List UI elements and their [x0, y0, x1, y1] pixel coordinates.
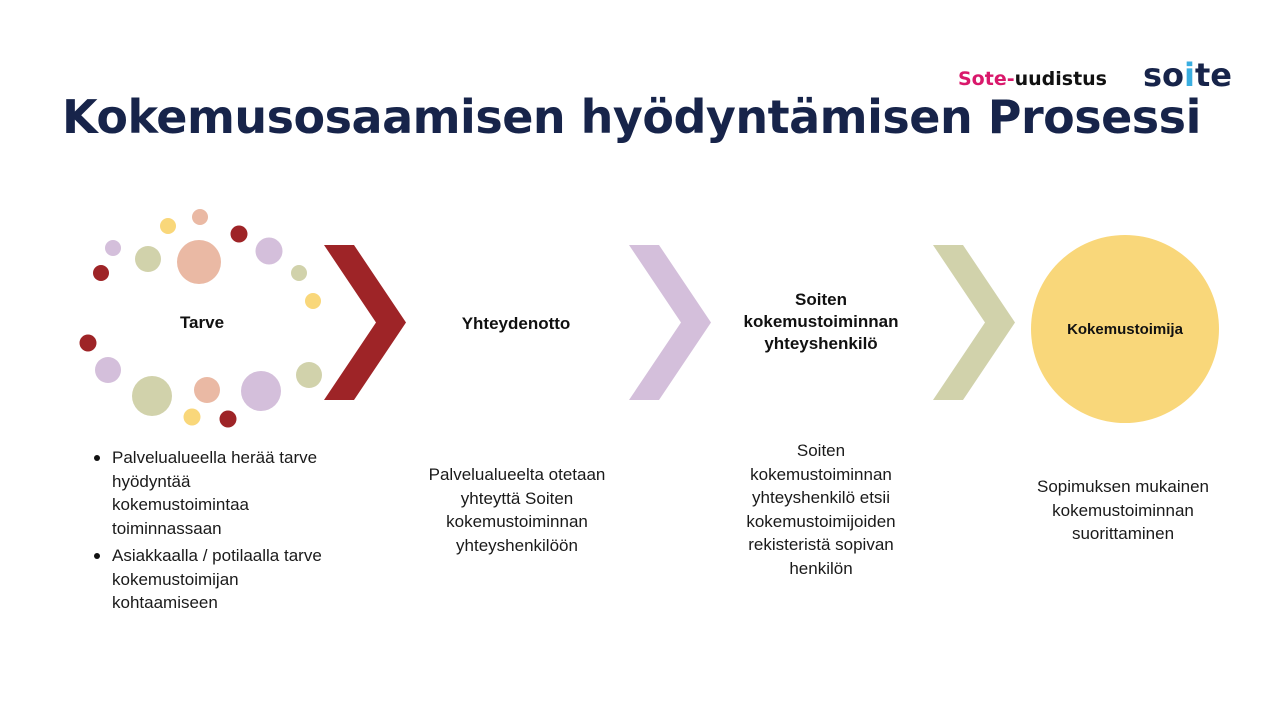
- bullet-item: Asiakkaalla / potilaalla tarve kokemusto…: [92, 544, 332, 615]
- sote-uudistus-logo: Sote-uudistus: [958, 68, 1107, 90]
- step3-label: Soiten kokemustoiminnan yhteyshenkilö: [743, 290, 899, 353]
- ring-dot: [160, 218, 176, 234]
- ring-dot: [79, 334, 97, 352]
- ring-dot: [241, 371, 281, 411]
- bullet-icon: [94, 455, 100, 461]
- brand-uudistus: uudistus: [1014, 68, 1107, 90]
- ring-dot: [296, 362, 322, 388]
- logo-part1: so: [1143, 56, 1185, 94]
- chevron-arrow-1: [324, 245, 406, 400]
- step2-label: Yhteydenotto: [461, 314, 571, 333]
- ring-dot: [194, 377, 220, 403]
- logo-part3: te: [1195, 56, 1232, 94]
- step4-description: Sopimuksen mukainen kokemustoiminnan suo…: [1037, 477, 1209, 543]
- step4-label: Kokemustoimija: [1067, 320, 1183, 338]
- ring-dot: [135, 246, 161, 272]
- step3-description: Soiten kokemustoiminnan yhteyshenkilö et…: [746, 441, 896, 578]
- ring-dot: [192, 209, 208, 225]
- bullet-icon: [94, 553, 100, 559]
- page-title: Kokemusosaamisen hyödyntämisen Prosessi: [62, 90, 1201, 144]
- ring-dot: [255, 237, 283, 265]
- bullet-item: Palvelualueella herää tarve hyödyntää ko…: [92, 446, 332, 540]
- ring-dot: [93, 265, 109, 281]
- chevron-arrow-2: [629, 245, 711, 400]
- ring-dot: [183, 408, 201, 426]
- step1-bullet-list: Palvelualueella herää tarve hyödyntää ko…: [92, 446, 332, 619]
- brand-sote: Sote-: [958, 68, 1015, 90]
- step2-description: Palvelualueelta otetaan yhteyttä Soiten …: [428, 465, 606, 555]
- ring-dot: [95, 357, 121, 383]
- chevron-arrow-3: [933, 245, 1015, 400]
- ring-dot: [291, 265, 307, 281]
- ring-dot: [177, 240, 221, 284]
- ring-dot: [230, 225, 248, 243]
- soite-logo: soite: [1143, 56, 1232, 94]
- ring-dot: [305, 293, 321, 309]
- ring-dot: [219, 410, 237, 428]
- ring-dot: [105, 240, 121, 256]
- step1-label: Tarve: [179, 313, 225, 332]
- bullet-text: Palvelualueella herää tarve hyödyntää ko…: [112, 448, 318, 538]
- bullet-text: Asiakkaalla / potilaalla tarve kokemusto…: [112, 546, 322, 612]
- ring-dot: [132, 376, 172, 416]
- tarve-dot-ring: [79, 209, 322, 428]
- step4-circle: Kokemustoimija: [1031, 235, 1219, 423]
- logo-part2: i: [1184, 56, 1195, 94]
